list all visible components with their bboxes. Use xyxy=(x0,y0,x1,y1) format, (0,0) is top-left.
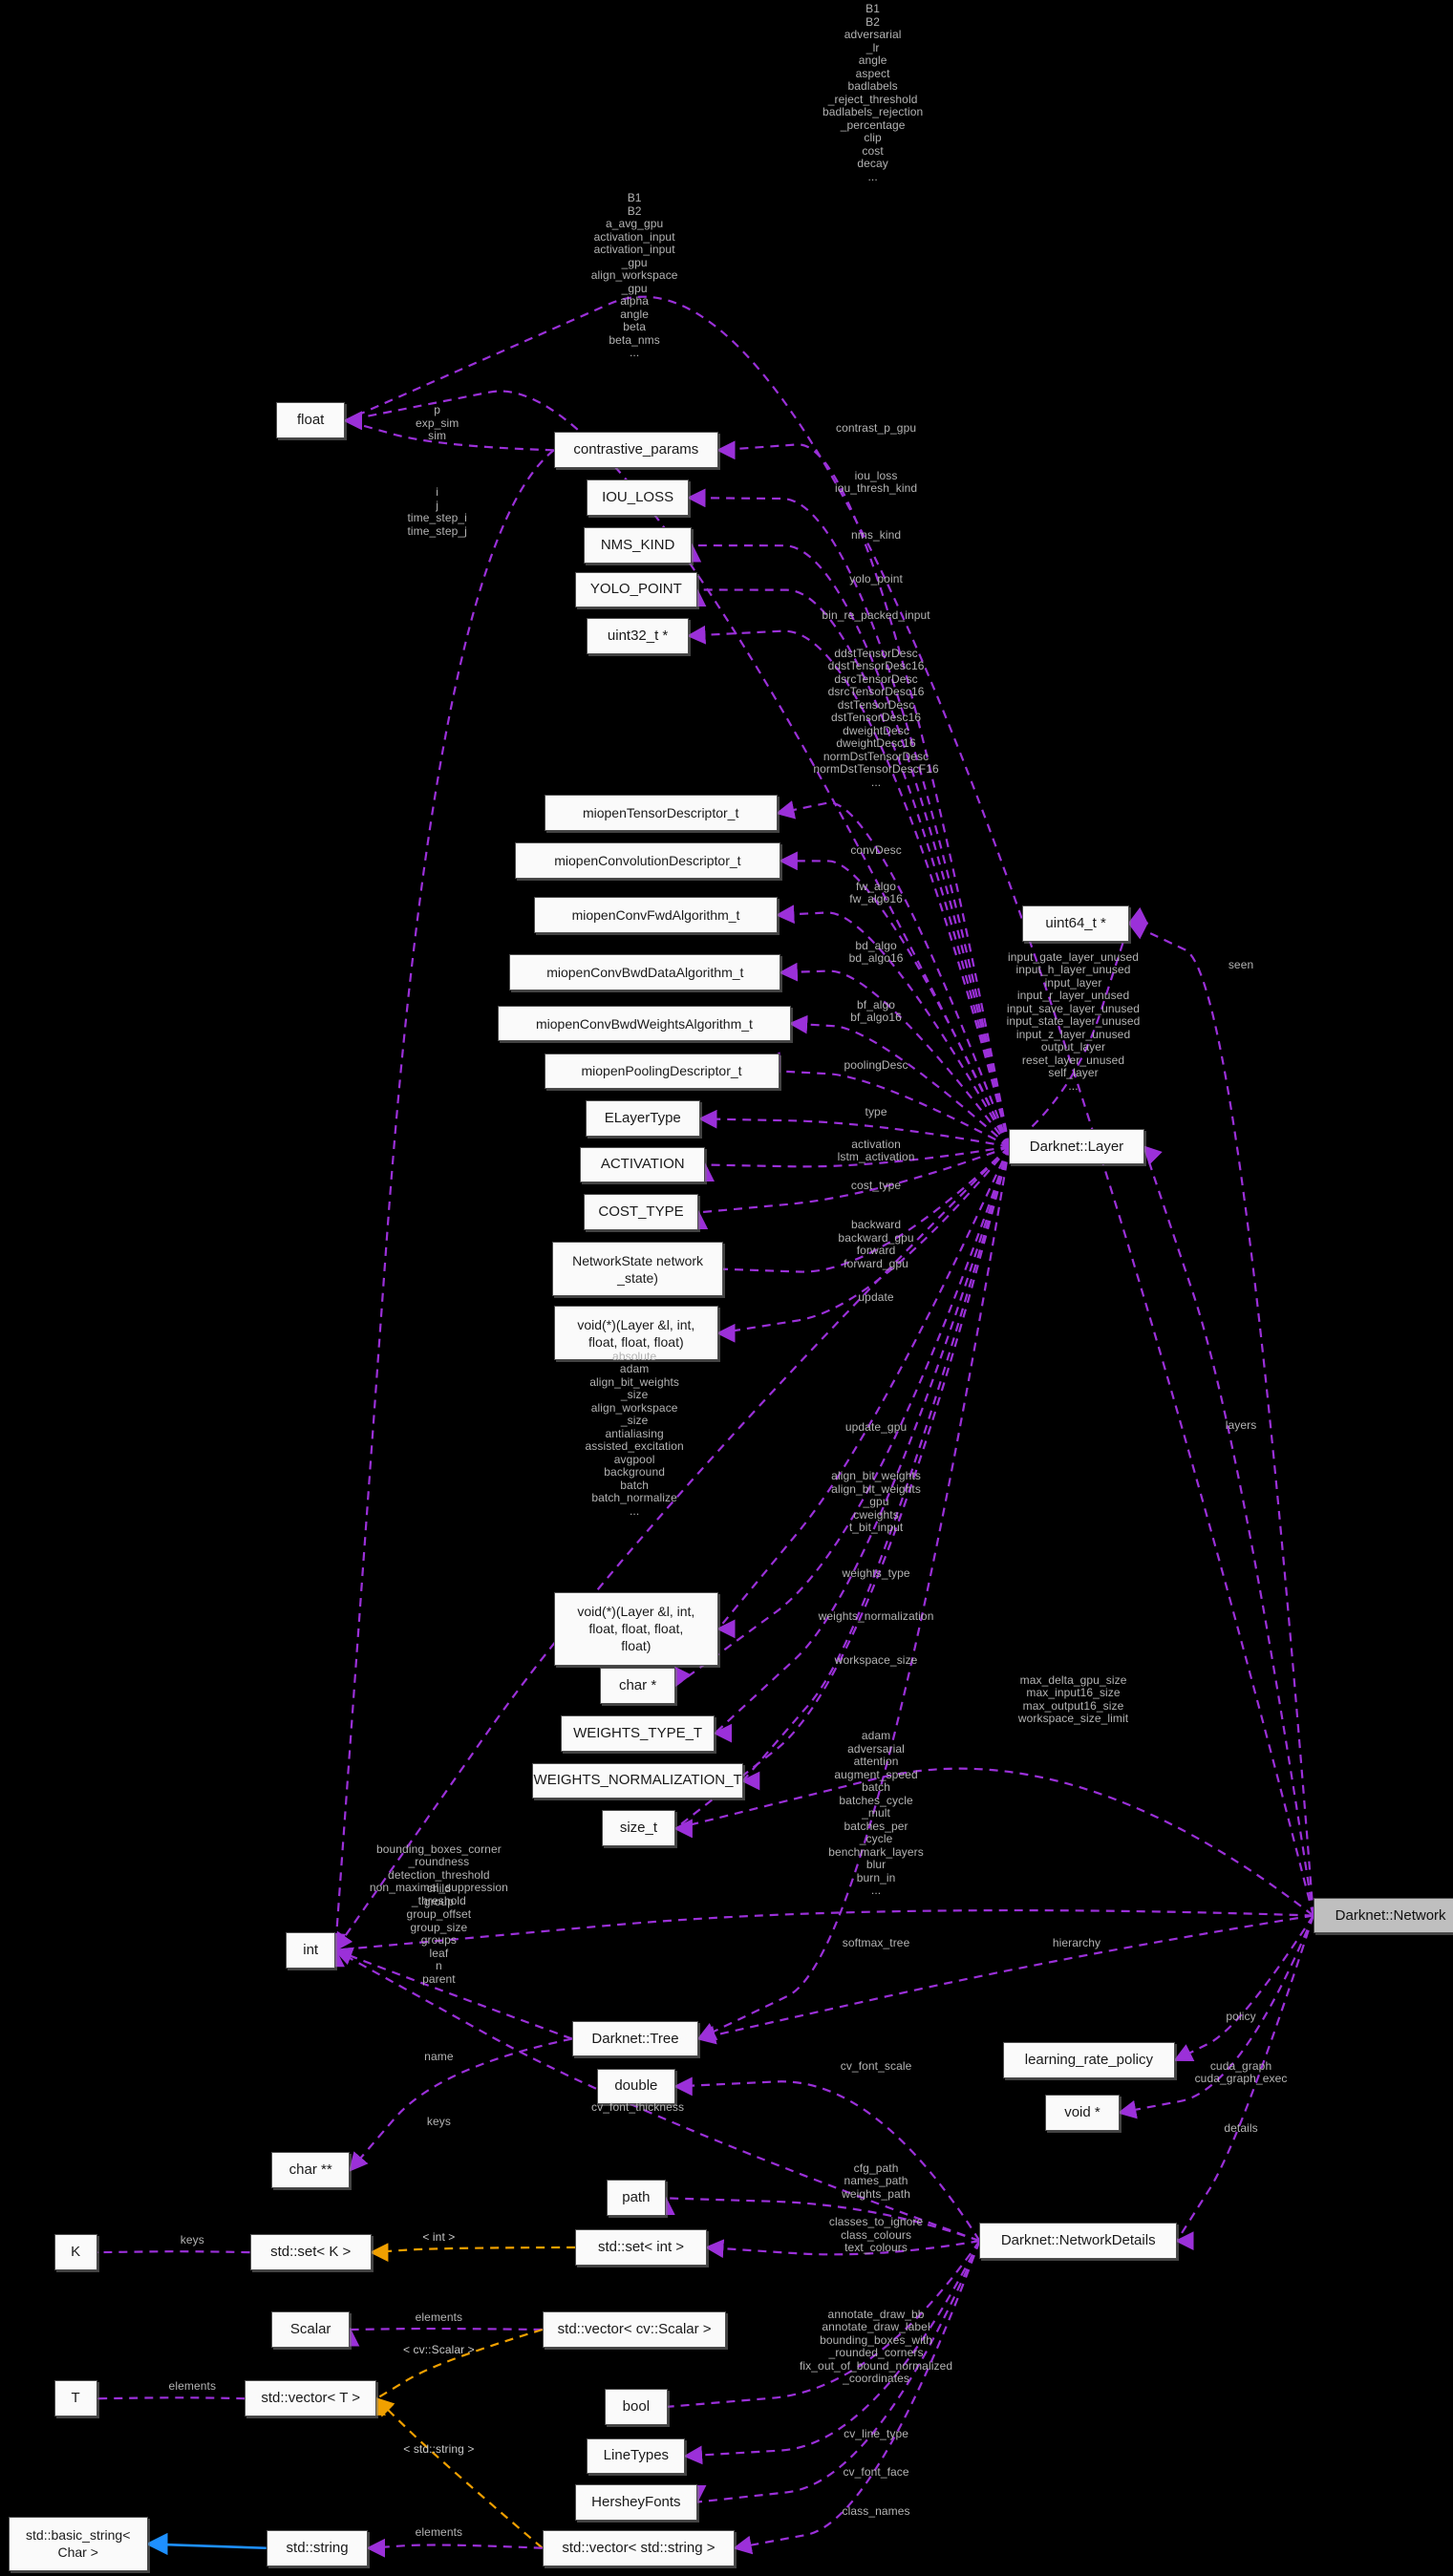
class-node-char_ptr_ptr[interactable]: char ** xyxy=(270,2152,351,2189)
class-node-std_set_int[interactable]: std::set< int > xyxy=(575,2229,707,2266)
edge-DarknetNetworkDetails-to-int xyxy=(333,1948,980,2243)
class-node-miopenConvolutionDescriptor_t[interactable]: miopenConvolutionDescriptor_t xyxy=(514,842,781,880)
edge-DarknetLayer-to-DarknetTree xyxy=(696,1146,1011,2040)
class-node-IOU_LOSS[interactable]: IOU_LOSS xyxy=(587,479,689,517)
edge-std_set_K-to-K xyxy=(95,2237,250,2255)
edge-DarknetLayer-to-int xyxy=(333,1145,1011,1952)
class-node-WEIGHTS_TYPE_T[interactable]: WEIGHTS_TYPE_T xyxy=(560,1714,716,1752)
class-node-COST_TYPE[interactable]: COST_TYPE xyxy=(583,1194,699,1231)
edge-DarknetLayer-to-uint64_t_ptr xyxy=(1008,921,1133,1148)
edge-DarknetNetwork-to-uint64_t_ptr xyxy=(1127,922,1314,1916)
class-node-miopenConvBwdWeightsAlgorithm_t[interactable]: miopenConvBwdWeightsAlgorithm_t xyxy=(498,1005,791,1042)
class-node-miopenPoolingDescriptor_t[interactable]: miopenPoolingDescriptor_t xyxy=(544,1053,780,1090)
class-node-NetworkState[interactable]: NetworkState network _state) xyxy=(552,1242,724,1297)
class-node-HersheyFonts[interactable]: HersheyFonts xyxy=(575,2483,697,2521)
edge-DarknetLayer-to-char_ptr xyxy=(673,1146,1011,1688)
class-node-uint64_t_ptr[interactable]: uint64_t * xyxy=(1022,905,1130,942)
class-node-char_ptr[interactable]: char * xyxy=(600,1667,676,1704)
edge-DarknetLayer-to-fnptr4 xyxy=(716,1146,1011,1631)
edge-DarknetTree-to-char_ptr_ptr xyxy=(349,2037,572,2172)
edge-DarknetLayer-to-miopenTensorDescriptor_t xyxy=(775,799,1011,1147)
edge-std_set_int-to-std_set_K xyxy=(369,2235,576,2254)
edge-DarknetLayer-to-WEIGHTS_TYPE_T xyxy=(713,1146,1011,1735)
class-node-YOLO_POINT[interactable]: YOLO_POINT xyxy=(575,571,697,608)
edge-DarknetNetworkDetails-to-std_set_int xyxy=(704,2239,980,2259)
edge-DarknetLayer-to-ELayerType xyxy=(697,1109,1010,1148)
edge-DarknetLayer-to-miopenConvFwdAlgorithm_t xyxy=(775,905,1011,1148)
class-node-std_string[interactable]: std::string xyxy=(266,2529,369,2566)
edge-DarknetLayer-to-YOLO_POINT xyxy=(694,580,1011,1147)
edge-std_vector_cvScalar-to-std_vector_T xyxy=(374,2328,544,2400)
edge-DarknetLayer-to-uint32_t_ptr xyxy=(686,626,1011,1147)
edge-DarknetNetwork-to-DarknetLayer xyxy=(1143,1144,1314,1916)
edge-DarknetNetwork-to-int xyxy=(332,1908,1314,1958)
class-node-bool[interactable]: bool xyxy=(605,2388,668,2425)
class-node-std_vector_T[interactable]: std::vector< T > xyxy=(245,2380,376,2417)
class-node-std_vector_std_string[interactable]: std::vector< std::string > xyxy=(542,2529,736,2566)
edge-DarknetNetworkDetails-to-double xyxy=(673,2076,981,2242)
class-node-size_t[interactable]: size_t xyxy=(601,1810,676,1847)
class-node-std_set_K[interactable]: std::set< K > xyxy=(249,2234,372,2271)
class-node-DarknetLayer[interactable]: Darknet::Layer xyxy=(1009,1128,1144,1165)
edge-DarknetNetwork-to-DarknetTree xyxy=(696,1914,1314,2045)
edge-DarknetLayer-to-ACTIVATION xyxy=(702,1145,1010,1175)
edge-std_vector_T-to-T xyxy=(95,2389,246,2408)
class-node-WEIGHTS_NORMALIZATION_T[interactable]: WEIGHTS_NORMALIZATION_T xyxy=(532,1762,743,1799)
edge-DarknetNetworkDetails-to-HersheyFonts xyxy=(694,2240,981,2510)
class-node-int[interactable]: int xyxy=(286,1931,335,1969)
edge-DarknetLayer-to-NMS_KIND xyxy=(690,536,1011,1147)
class-node-contrastive_params[interactable]: contrastive_params xyxy=(553,432,718,469)
edge-DarknetLayer-to-WEIGHTS_NORMALIZATION_T xyxy=(741,1146,1011,1783)
edge-DarknetLayer-to-fnptr3 xyxy=(716,1145,1011,1340)
edge-DarknetNetwork-to-DarknetNetworkDetails xyxy=(1175,1915,1314,2243)
edge-DarknetLayer-to-miopenConvBwdWeightsAlgorithm_t xyxy=(788,1014,1011,1148)
class-node-ACTIVATION[interactable]: ACTIVATION xyxy=(580,1146,706,1183)
edge-DarknetLayer-to-miopenConvBwdDataAlgorithm_t xyxy=(779,956,1011,1148)
class-node-ELayerType[interactable]: ELayerType xyxy=(585,1100,700,1138)
class-node-learning_rate_policy[interactable]: learning_rate_policy xyxy=(1002,2041,1176,2078)
edge-contrastive_params-to-float xyxy=(343,415,554,452)
class-node-std_vector_cvScalar[interactable]: std::vector< cv::Scalar > xyxy=(542,2311,727,2348)
class-node-fnptr4[interactable]: void(*)(Layer &l, int, float, float, flo… xyxy=(553,1591,718,1667)
class-node-DarknetNetworkDetails[interactable]: Darknet::NetworkDetails xyxy=(979,2223,1177,2260)
class-node-T[interactable]: T xyxy=(53,2380,97,2417)
class-node-Scalar[interactable]: Scalar xyxy=(270,2311,351,2348)
class-node-NMS_KIND[interactable]: NMS_KIND xyxy=(583,527,693,564)
class-node-miopenConvFwdAlgorithm_t[interactable]: miopenConvFwdAlgorithm_t xyxy=(534,897,778,933)
edge-DarknetNetworkDetails-to-bool xyxy=(665,2240,981,2416)
class-node-LineTypes[interactable]: LineTypes xyxy=(587,2438,686,2475)
class-node-K[interactable]: K xyxy=(53,2234,97,2271)
edge-std_vector_std_string-to-std_string xyxy=(366,2537,543,2557)
class-node-float[interactable]: float xyxy=(276,402,346,439)
edge-DarknetNetwork-to-size_t xyxy=(673,1767,1314,1917)
edge-DarknetLayer-to-COST_TYPE xyxy=(696,1145,1010,1221)
edge-DarknetLayer-to-miopenConvolutionDescriptor_t xyxy=(779,851,1011,1148)
class-node-DarknetTree[interactable]: Darknet::Tree xyxy=(571,2020,699,2057)
edge-DarknetNetworkDetails-to-path xyxy=(663,2189,980,2243)
edge-DarknetTree-to-int xyxy=(332,1947,573,2040)
class-node-miopenConvBwdDataAlgorithm_t[interactable]: miopenConvBwdDataAlgorithm_t xyxy=(509,954,781,991)
edge-DarknetLayer-to-contrastive_params xyxy=(716,439,1011,1147)
edge-std_string-to-std_basic_string xyxy=(145,2523,267,2550)
class-node-void_ptr[interactable]: void * xyxy=(1045,2095,1120,2131)
class-node-DarknetNetwork[interactable]: Darknet::Network xyxy=(1313,1897,1453,1934)
edge-DarknetNetwork-to-float xyxy=(343,295,1314,1916)
class-node-double[interactable]: double xyxy=(596,2068,676,2105)
edge-DarknetLayer-to-miopenPoolingDescriptor_t xyxy=(777,1062,1010,1148)
edge-DarknetLayer-to-NetworkState xyxy=(720,1145,1011,1280)
class-node-fnptr3[interactable]: void(*)(Layer &l, int, float, float, flo… xyxy=(553,1306,718,1361)
edge-DarknetNetwork-to-learning_rate_policy xyxy=(1173,1914,1314,2061)
class-node-path[interactable]: path xyxy=(606,2180,666,2217)
class-node-std_basic_string[interactable]: std::basic_string< Char > xyxy=(8,2517,148,2571)
edge-std_vector_cvScalar-to-Scalar xyxy=(348,2319,543,2339)
class-node-miopenTensorDescriptor_t[interactable]: miopenTensorDescriptor_t xyxy=(544,795,778,832)
edge-DarknetLayer-to-size_t xyxy=(673,1146,1011,1830)
class-node-uint32_t_ptr[interactable]: uint32_t * xyxy=(587,617,689,654)
edge-DarknetNetwork-to-void_ptr xyxy=(1117,1915,1314,2119)
edge-std_vector_std_string-to-std_vector_T xyxy=(374,2396,544,2549)
edge-DarknetNetworkDetails-to-std_vector_std_string xyxy=(732,2240,981,2555)
edge-DarknetNetworkDetails-to-LineTypes xyxy=(683,2240,981,2465)
edge-contrastive_params-to-int xyxy=(327,449,555,1952)
